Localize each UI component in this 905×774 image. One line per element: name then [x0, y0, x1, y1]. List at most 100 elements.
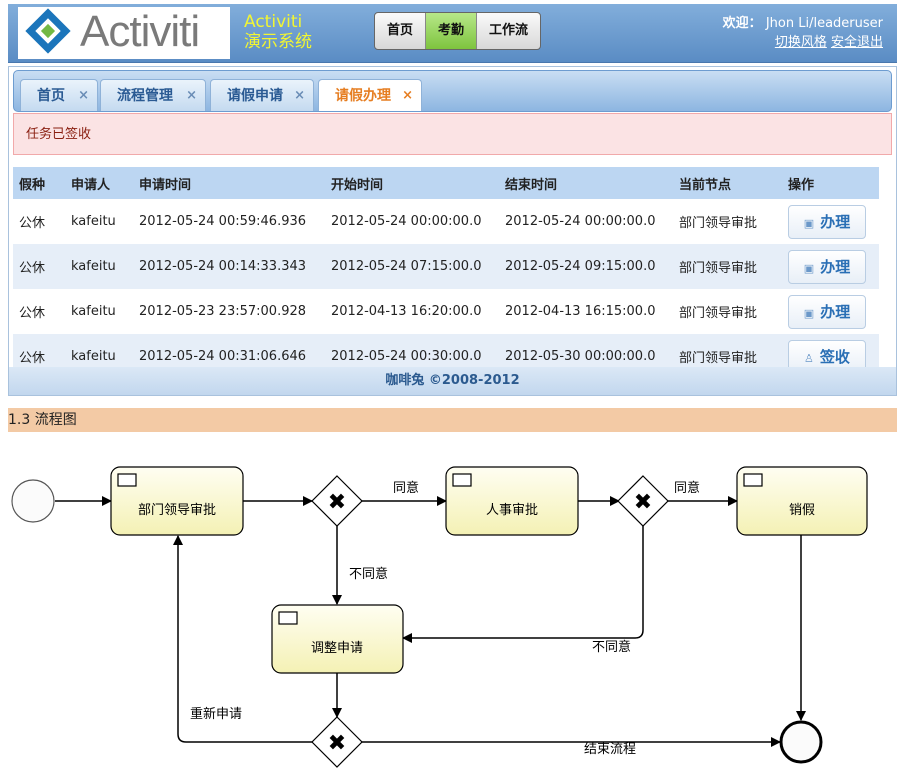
- tab-panel: 首页 × 流程管理 × 请假申请 × 请假办理 × 任务已签收 假种 申请人 申…: [8, 66, 897, 396]
- tab-process-management[interactable]: 流程管理 ×: [100, 79, 206, 111]
- comment-icon: ▣: [803, 261, 815, 275]
- welcome-label: 欢迎：: [722, 16, 762, 31]
- button-label: 办理: [820, 257, 851, 276]
- cell-action: ▣ 办理: [782, 244, 879, 289]
- comment-icon: ▣: [803, 306, 815, 320]
- app-title: Activiti 演示系统: [244, 12, 312, 52]
- task-adjust-request: 调整申请: [271, 604, 404, 674]
- cell-current-node: 部门领导审批: [679, 216, 758, 231]
- button-label: 办理: [820, 302, 851, 321]
- tab-close-icon[interactable]: ×: [186, 88, 197, 103]
- flow-reapply: [173, 535, 312, 743]
- task-hr-approval: 人事审批: [445, 466, 579, 536]
- cell-leave-type: 公休: [19, 306, 46, 321]
- current-user: Jhon Li/leaderuser: [765, 16, 883, 31]
- task-label: 调整申请: [311, 641, 363, 656]
- user-task-icon: [117, 473, 137, 487]
- section-title: 1.3 流程图: [8, 408, 897, 432]
- cell-end-time: 2012-05-24 00:00:00.0: [505, 214, 656, 229]
- task-report-back: 销假: [736, 466, 868, 536]
- task-label: 人事审批: [486, 503, 538, 518]
- cell-applicant: kafeitu: [65, 244, 133, 289]
- column-header: 操作: [782, 167, 879, 199]
- user-task-icon: [743, 473, 763, 487]
- flow-label-disagree2: 不同意: [592, 639, 631, 655]
- column-header: 结束时间: [499, 167, 673, 199]
- cell-start-time: 2012-04-13 16:20:00.0: [331, 304, 482, 319]
- handle-button[interactable]: ▣ 办理: [788, 249, 866, 284]
- user-welcome: 欢迎： Jhon Li/leaderuser 切换风格 安全退出: [723, 14, 883, 52]
- column-header: 开始时间: [325, 167, 499, 199]
- column-header: 申请人: [65, 167, 133, 199]
- table-row: 公休 kafeitu 2012-05-23 23:57:00.928 2012-…: [13, 289, 879, 334]
- exclusive-gateway-icon: ✖: [328, 731, 346, 756]
- flow-disagree2: [402, 526, 644, 643]
- top-nav: 首页 考勤 工作流: [374, 12, 542, 50]
- comment-icon: ▣: [803, 216, 815, 230]
- tab-label: 请假办理: [335, 88, 391, 104]
- flow-label-disagree1: 不同意: [349, 566, 388, 582]
- nav-attendance-button[interactable]: 考勤: [426, 13, 478, 49]
- cell-applicant: kafeitu: [71, 214, 116, 229]
- activiti-logo: Activiti: [18, 7, 230, 59]
- status-message: 任务已签收: [13, 113, 892, 155]
- end-event: [779, 720, 823, 764]
- task-table: 假种 申请人 申请时间 开始时间 结束时间 当前节点 操作 公休 kafeitu…: [13, 167, 879, 379]
- logout-link[interactable]: 安全退出: [830, 35, 883, 50]
- cell-end-time: 2012-05-24 09:15:00.0: [499, 244, 673, 289]
- tab-leave-apply[interactable]: 请假申请 ×: [210, 79, 314, 111]
- task-label: 部门领导审批: [138, 503, 216, 518]
- flow-label-reapply: 重新申请: [190, 706, 242, 722]
- cell-action: ▣ 办理: [782, 289, 879, 334]
- cell-apply-time: 2012-05-24 00:59:46.936: [139, 214, 307, 229]
- cell-leave-type: 公休: [19, 216, 46, 231]
- task-dept-approval: 部门领导审批: [110, 466, 244, 536]
- user-task-icon: [278, 611, 298, 625]
- task-label: 销假: [789, 503, 815, 518]
- logo-diamond-icon: [25, 8, 71, 54]
- cell-action: ▣ 办理: [782, 199, 879, 244]
- cell-applicant: kafeitu: [71, 304, 116, 319]
- tab-home[interactable]: 首页 ×: [20, 79, 98, 111]
- start-event: [11, 479, 55, 523]
- table-header-row: 假种 申请人 申请时间 开始时间 结束时间 当前节点 操作: [13, 167, 879, 199]
- column-header: 当前节点: [673, 167, 782, 199]
- cell-apply-time: 2012-05-23 23:57:00.928: [139, 304, 307, 319]
- app-header: Activiti Activiti 演示系统 首页 考勤 工作流 欢迎： Jho…: [8, 4, 897, 63]
- handle-button[interactable]: ▣ 办理: [788, 204, 866, 239]
- user-task-icon: [452, 473, 472, 487]
- nav-home-button[interactable]: 首页: [375, 13, 427, 49]
- tab-leave-handle[interactable]: 请假办理 ×: [318, 79, 422, 111]
- handle-button[interactable]: ▣ 办理: [788, 294, 866, 329]
- button-label: 办理: [820, 212, 851, 231]
- exclusive-gateway-icon: ✖: [328, 490, 346, 515]
- app-title-line2: 演示系统: [244, 32, 312, 52]
- table-row: 公休 kafeitu 2012-05-24 00:14:33.343 2012-…: [13, 244, 879, 289]
- cell-current-node: 部门领导审批: [679, 306, 758, 321]
- column-header: 假种: [13, 167, 65, 199]
- tab-label: 请假申请: [227, 88, 283, 104]
- tab-label: 流程管理: [117, 88, 173, 104]
- column-header: 申请时间: [133, 167, 325, 199]
- table-row: 公休 kafeitu 2012-05-24 00:59:46.936 2012-…: [13, 199, 879, 244]
- logo-text: Activiti: [80, 7, 200, 56]
- tab-bar: 首页 × 流程管理 × 请假申请 × 请假办理 ×: [13, 70, 892, 112]
- flow-label-agree2: 同意: [674, 480, 700, 496]
- cell-start-time: 2012-05-24 07:15:00.0: [325, 244, 499, 289]
- switch-theme-link[interactable]: 切换风格: [774, 35, 827, 50]
- user-icon: ♙: [804, 351, 814, 365]
- gateway-3: ✖: [311, 716, 363, 768]
- cell-apply-time: 2012-05-24 00:14:33.343: [133, 244, 325, 289]
- cell-end-time: 2012-04-13 16:15:00.0: [505, 304, 656, 319]
- tab-close-icon[interactable]: ×: [78, 88, 89, 103]
- process-diagram: 部门领导审批 人事审批 销假 调整申请 ✖ ✖ ✖ 同意 同意 不同意 不同意 …: [11, 466, 868, 768]
- gateway-2: ✖: [617, 475, 669, 527]
- tab-close-icon[interactable]: ×: [402, 88, 413, 103]
- cell-current-node: 部门领导审批: [673, 244, 782, 289]
- button-label: 签收: [819, 347, 850, 366]
- gateway-1: ✖: [311, 475, 363, 527]
- tab-close-icon[interactable]: ×: [294, 88, 305, 103]
- flow-label-agree1: 同意: [393, 480, 419, 496]
- nav-workflow-button[interactable]: 工作流: [489, 23, 529, 38]
- cell-leave-type: 公休: [13, 244, 65, 289]
